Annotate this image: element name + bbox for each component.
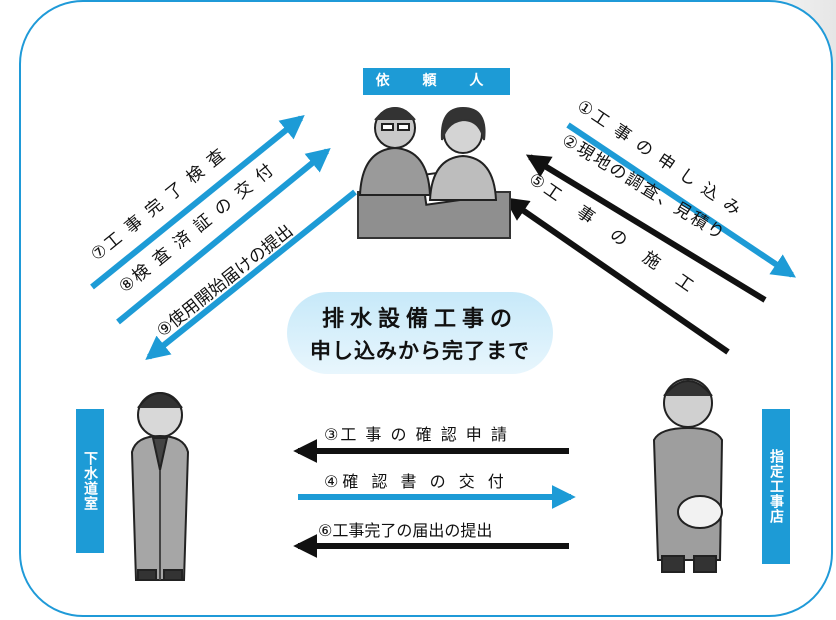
- step-4-label: ④確 認 書 の 交 付: [324, 472, 508, 491]
- arrow-step5: [504, 197, 730, 355]
- sewer-office-label: 下水道室: [76, 409, 104, 553]
- contractor-illustration: [652, 378, 724, 573]
- arrow-step1: [566, 122, 796, 278]
- arrow-step7: [90, 114, 305, 290]
- title-line-2: 申し込みから完了まで: [310, 339, 530, 363]
- sewer-official-illustration: [130, 392, 190, 581]
- client-illustration: [357, 106, 511, 239]
- step-3-label: ③工 事 の 確 認 申 請: [324, 425, 509, 444]
- arrow-step8: [116, 147, 331, 325]
- client-label: 依 頼 人: [363, 68, 510, 95]
- diagram-title: 排水設備工事の 申し込みから完了まで: [287, 292, 553, 374]
- arrow-step2: [525, 154, 767, 303]
- contractor-label: 指定工事店: [762, 409, 790, 564]
- title-line-1: 排水設備工事の: [321, 307, 518, 332]
- arrow-step9: [145, 189, 357, 361]
- step-6-label: ⑥工事完了の届出の提出: [318, 521, 493, 540]
